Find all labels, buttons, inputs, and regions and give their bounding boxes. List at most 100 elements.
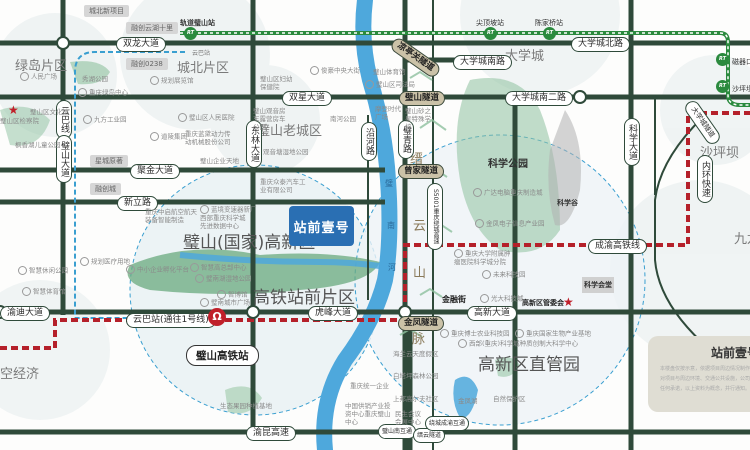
- poi: 重庆蓝黛动力传动机械股份公司: [185, 130, 231, 146]
- poi: 璧山区妇幼保健院: [260, 75, 293, 91]
- road-biqing: 璧青路: [398, 120, 414, 159]
- road-shuangxing: 双星大道: [282, 91, 333, 106]
- poi: 摩登时代广场: [375, 105, 401, 121]
- district-jiulong: 九龙: [734, 232, 750, 247]
- river-char-2: 南: [387, 221, 395, 230]
- poi: 俊豪中央大街: [310, 66, 360, 75]
- poi-icon: [178, 113, 187, 122]
- metro-station-icon[interactable]: RT: [716, 80, 729, 93]
- poi: 璧山区人民医院: [178, 113, 235, 122]
- poi: 重庆博士农业科技园: [440, 329, 510, 338]
- poi: 观音塘湿地公园: [263, 148, 309, 156]
- mountain-char-1: 缙: [410, 152, 424, 167]
- metro-station-icon[interactable]: RT: [543, 27, 556, 40]
- poi: 璧山砂之星特殊学校: [405, 107, 431, 131]
- metro-shapingba: 沙坪坝: [732, 85, 750, 93]
- star-icon: ★: [8, 103, 19, 117]
- road-chengyu-hsr: 成渝高铁线: [588, 239, 648, 254]
- poi: 璧山区检察院: [0, 117, 39, 125]
- poi: 重庆众泰汽车工业有限公司: [260, 178, 306, 194]
- gear-icon: [473, 188, 482, 197]
- district-lvdao: 绿岛片区: [15, 59, 68, 74]
- poi: 民生会议会展中心: [395, 410, 421, 426]
- poi-icon: [80, 257, 89, 266]
- metro-station-icon[interactable]: RT: [184, 27, 197, 40]
- poi-icon: [217, 290, 226, 299]
- poi: 西部重庆科学城先进数据中心: [200, 214, 246, 230]
- star-icon: ★: [563, 295, 574, 309]
- nearby-project[interactable]: 城北新项目: [84, 5, 129, 17]
- nearby-project[interactable]: 融创云湖十里: [126, 22, 178, 34]
- poi: 智慧休闲公园: [18, 266, 68, 275]
- poi: 智博馆: [217, 290, 248, 299]
- poi-icon: [150, 76, 159, 85]
- poi: 璧南湖湿地公园: [195, 274, 252, 283]
- poi: 道陵集团: [150, 132, 187, 141]
- road-yunba-line: 云巴线: [56, 100, 72, 139]
- info-card-title: 站前壹号: [711, 346, 750, 360]
- poi: 广达电脑重庆制造城: [473, 188, 543, 197]
- poi: 蓝境变速器新厂: [200, 205, 257, 214]
- landmark-kexue-hall: 科学会堂: [582, 277, 614, 293]
- poi: 重庆中启航空航天装备智能制造: [145, 208, 197, 224]
- info-card-body: 本楼盘仅按示意，依据项目周边情况制作；本模型对项目与周边环境、交通公共设施，公司…: [660, 366, 750, 392]
- poi: 璧山体育馆: [373, 68, 406, 76]
- landmark-committee: 高新区管委会: [522, 299, 564, 307]
- poi: 重庆绿岛中心: [78, 88, 128, 97]
- gear-icon: [200, 205, 209, 214]
- hsr-station-label[interactable]: 璧山高铁站: [186, 345, 259, 366]
- mountain-char-2: 云: [413, 219, 427, 234]
- gear-icon: [515, 329, 524, 338]
- poi: 璧山观音房车露营房车公园: [253, 107, 286, 131]
- poi: 智慧高总部中心: [190, 263, 247, 272]
- poi: 秀湖公园: [82, 75, 108, 83]
- poi: 海兰云天度假区: [393, 350, 439, 358]
- poi: 金凤电子信息产业园: [475, 219, 545, 228]
- gear-icon: [475, 219, 484, 228]
- road-xinli: 新立路: [117, 196, 159, 211]
- district-bishan-old: 璧山老城区: [257, 124, 323, 139]
- tunnel-jinfeng: 金凤隧道: [398, 316, 445, 331]
- poi: 中小企业孵化平台: [126, 265, 189, 274]
- poi-icon: [454, 249, 463, 258]
- gear-icon: [480, 294, 489, 303]
- poi-icon: [126, 265, 135, 274]
- poi-icon: [78, 88, 87, 97]
- road-jujin: 聚金大道: [130, 164, 181, 179]
- railway-icon[interactable]: Ω: [208, 308, 226, 326]
- landmark-jinrongjie: 金融街: [442, 295, 466, 304]
- poi: 璧山企业天地: [200, 157, 239, 165]
- metro-station-icon[interactable]: RT: [484, 27, 497, 40]
- poi-icon: [365, 80, 374, 89]
- poi-icon: [18, 266, 27, 275]
- poi: 自然保护区: [493, 395, 526, 403]
- project-marker[interactable]: 站前壹号: [289, 206, 354, 246]
- mountain-char-3: 山: [413, 266, 427, 281]
- road-gaoxin-ave: 高新大道: [467, 306, 518, 321]
- mountain-char-4: 脉: [412, 332, 426, 347]
- poi: 规划展览馆: [150, 76, 194, 85]
- road-bishan-ave: 璧山大道: [56, 135, 72, 183]
- nearby-project[interactable]: 融创城: [90, 183, 121, 195]
- metro-ciqikou: 磁器口: [732, 58, 750, 66]
- nearby-project[interactable]: 融创0238: [126, 58, 168, 70]
- road-neihuan: 内环快速: [697, 155, 713, 203]
- metro-station-icon[interactable]: RT: [716, 53, 729, 66]
- poi: 璧山区司法局: [365, 80, 415, 89]
- river-char-1: 璧: [385, 179, 393, 188]
- tunnel-bishan: 璧山隧道: [399, 91, 446, 106]
- poi-icon: [195, 274, 204, 283]
- poi: 璧南城市广场: [200, 298, 250, 307]
- district-kongjing: 空经济: [0, 367, 40, 382]
- road-dongling: 东林大道: [246, 120, 262, 168]
- metro-chenjiaqiao: 陈家桥站: [535, 19, 563, 27]
- metro-bishan-station: 轨道璧山站: [180, 19, 215, 27]
- road-yukun: 渝昆高速: [246, 426, 297, 441]
- road-yudi: 渝迪大道: [0, 306, 51, 321]
- poi: 智慧体育馆: [22, 287, 66, 296]
- poi-icon: [190, 263, 199, 272]
- yunba-station-top: 云巴站: [192, 50, 211, 57]
- district-daxuecheng: 大学城: [505, 49, 545, 64]
- nearby-project[interactable]: 星城原著: [90, 155, 128, 167]
